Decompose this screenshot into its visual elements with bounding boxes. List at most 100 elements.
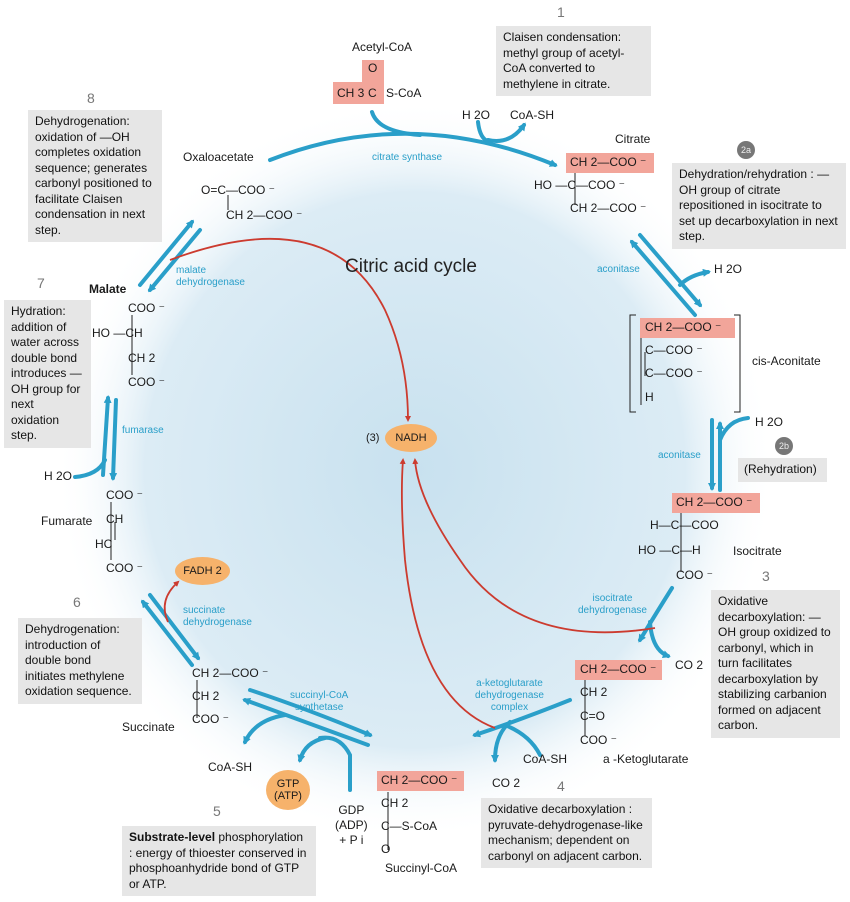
enzyme-line: isocitrate xyxy=(592,593,633,604)
coash-step5: CoA-SH xyxy=(208,760,253,774)
isocitrate-label: Isocitrate xyxy=(733,544,782,558)
succinate-row3: COO ⁻ xyxy=(192,712,230,726)
akg-highlight xyxy=(575,660,662,680)
enzyme-isocitrate-dehydrogenase: isocitrate dehydrogenase xyxy=(578,593,647,617)
oxaloacetate-row1: O=C—COO ⁻ xyxy=(201,183,276,197)
step-note-3: Oxidative decarboxylation: —OH group oxi… xyxy=(711,590,840,738)
isocitrate-row2: H—C—COO xyxy=(650,518,719,532)
step-number-3: 3 xyxy=(762,568,770,584)
arrow-akg-dh xyxy=(472,698,572,738)
enzyme-akg-dehydrogenase: a-ketoglutarate dehydrogenase complex xyxy=(475,678,544,714)
arrow-malate-dh-forward xyxy=(138,219,194,287)
cis-aconitate-highlight xyxy=(640,318,735,338)
nadh-count: (3) xyxy=(366,432,380,444)
step-badge-2a: 2a xyxy=(737,141,755,159)
citrate-label: Citrate xyxy=(615,132,651,146)
pi-line: + P i xyxy=(339,833,364,847)
enzyme-line: complex xyxy=(490,702,529,713)
isocitrate-row1: CH 2—COO ⁻ xyxy=(676,495,753,509)
arrow-isocitrate-dh xyxy=(638,586,674,643)
arrow-aconitase-back xyxy=(630,239,697,317)
succinate-row2: CH 2 xyxy=(192,689,220,703)
step-number-8: 8 xyxy=(87,90,95,106)
enzyme-line: dehydrogenase xyxy=(176,277,245,288)
bracket-right xyxy=(734,314,741,413)
step-note-8: Dehydrogenation: oxidation of —OH comple… xyxy=(28,110,162,242)
fumarate-label: Fumarate xyxy=(41,514,93,528)
nadh-cofactor: NADH xyxy=(385,424,437,452)
citrate-row2: HO —C—COO ⁻ xyxy=(534,178,626,192)
succinyl-coa-row4: O xyxy=(381,842,391,856)
succinyl-coa-row3: C—S-CoA xyxy=(381,819,438,833)
succinyl-coa-row2: CH 2 xyxy=(381,796,409,810)
citrate-highlight xyxy=(566,153,654,173)
akg-row3: C=O xyxy=(580,709,606,723)
h2o-step7: H 2O xyxy=(44,469,73,483)
isocitrate-highlight xyxy=(672,493,760,513)
isocitrate-row4: COO ⁻ xyxy=(676,568,714,582)
cycle-background-glow xyxy=(55,100,775,840)
akg-row2: CH 2 xyxy=(580,685,608,699)
arrow-co2-out-4 xyxy=(491,720,512,763)
co2-step3: CO 2 xyxy=(675,658,704,672)
atp-line: (ATP) xyxy=(274,790,302,802)
fumarate-row1: COO ⁻ xyxy=(106,488,144,502)
malate-row3: CH 2 xyxy=(128,351,156,365)
gtp-atp-cofactor: GTP (ATP) xyxy=(266,770,310,810)
arrow-h2o-in-2b xyxy=(718,416,750,442)
enzyme-line: dehydrogenase xyxy=(578,605,647,616)
enzyme-line: synthetase xyxy=(294,702,344,713)
co2-step4: CO 2 xyxy=(492,776,521,790)
enzyme-malate-dehydrogenase: malate dehydrogenase xyxy=(176,265,245,289)
akg-row1: CH 2—COO ⁻ xyxy=(580,662,657,676)
acetyl-coa-oxygen: O xyxy=(368,61,378,75)
arrow-co2-out-3 xyxy=(648,620,671,658)
succinate-row1: CH 2—COO ⁻ xyxy=(192,666,269,680)
acetyl-coa-methyl: CH 3 xyxy=(337,86,365,100)
fadh2-cofactor: FADH 2 xyxy=(175,557,230,585)
gdp-adp-pi: GDP (ADP) + P i xyxy=(335,803,368,848)
enzyme-line: malate xyxy=(176,265,207,276)
enzyme-succinyl-coa-synthetase: succinyl-CoA synthetase xyxy=(290,690,348,714)
step-badge-2b: 2b xyxy=(775,437,793,455)
coash-step1: CoA-SH xyxy=(510,108,555,122)
step-note-5: Substrate-level phosphorylation : energy… xyxy=(122,826,316,896)
h2o-step1: H 2O xyxy=(462,108,491,122)
enzyme-line: a-ketoglutarate xyxy=(476,678,543,689)
enzyme-aconitase-2: aconitase xyxy=(658,450,701,461)
citrate-row3: CH 2—COO ⁻ xyxy=(570,201,647,215)
succinyl-coa-label: Succinyl-CoA xyxy=(385,861,458,875)
bracket-left xyxy=(629,314,636,413)
step-note-6: Dehydrogenation: introduction of double … xyxy=(18,618,142,704)
fadh2-arrow xyxy=(163,580,180,623)
akg-row4: COO ⁻ xyxy=(580,733,618,747)
cis-aconitate-label: cis-Aconitate xyxy=(752,354,821,368)
h2o-step2a: H 2O xyxy=(714,262,743,276)
enzyme-line: dehydrogenase xyxy=(475,690,544,701)
nadh-arrow-from-akg-dh xyxy=(399,458,496,729)
enzyme-line: succinyl-CoA xyxy=(290,690,349,701)
malate-row1: COO ⁻ xyxy=(128,301,166,315)
arrow-malate-dh-back xyxy=(148,228,202,293)
cis-aconitate-row2: C—COO ⁻ xyxy=(645,343,703,357)
step-number-7: 7 xyxy=(37,275,45,291)
acetyl-coa-carbon: C xyxy=(368,86,377,100)
malate-row2: HO —CH xyxy=(92,326,143,340)
succinate-label: Succinate xyxy=(122,720,175,734)
gdp-line: GDP xyxy=(338,803,365,817)
nadh-arrow-from-isocitrate-dh xyxy=(412,458,656,634)
diagram-title: Citric acid cycle xyxy=(345,256,477,277)
arrow-gtp-out xyxy=(297,736,327,763)
malate-row4: COO ⁻ xyxy=(128,375,166,389)
h2o-step2b: H 2O xyxy=(755,415,784,429)
arrow-succinate-dh-back xyxy=(141,599,194,667)
step-note-4: Oxidative decarboxylation : pyruvate-deh… xyxy=(481,798,652,868)
arrow-succinate-dh-forward xyxy=(148,593,200,661)
enzyme-line: succinate xyxy=(183,605,226,616)
acetyl-coa-highlight xyxy=(333,82,384,104)
cis-aconitate-row4: H xyxy=(645,390,654,404)
step-number-5: 5 xyxy=(213,803,221,819)
acetyl-coa-label: Acetyl-CoA xyxy=(352,40,413,54)
isocitrate-row3: HO —C—H xyxy=(638,543,701,557)
